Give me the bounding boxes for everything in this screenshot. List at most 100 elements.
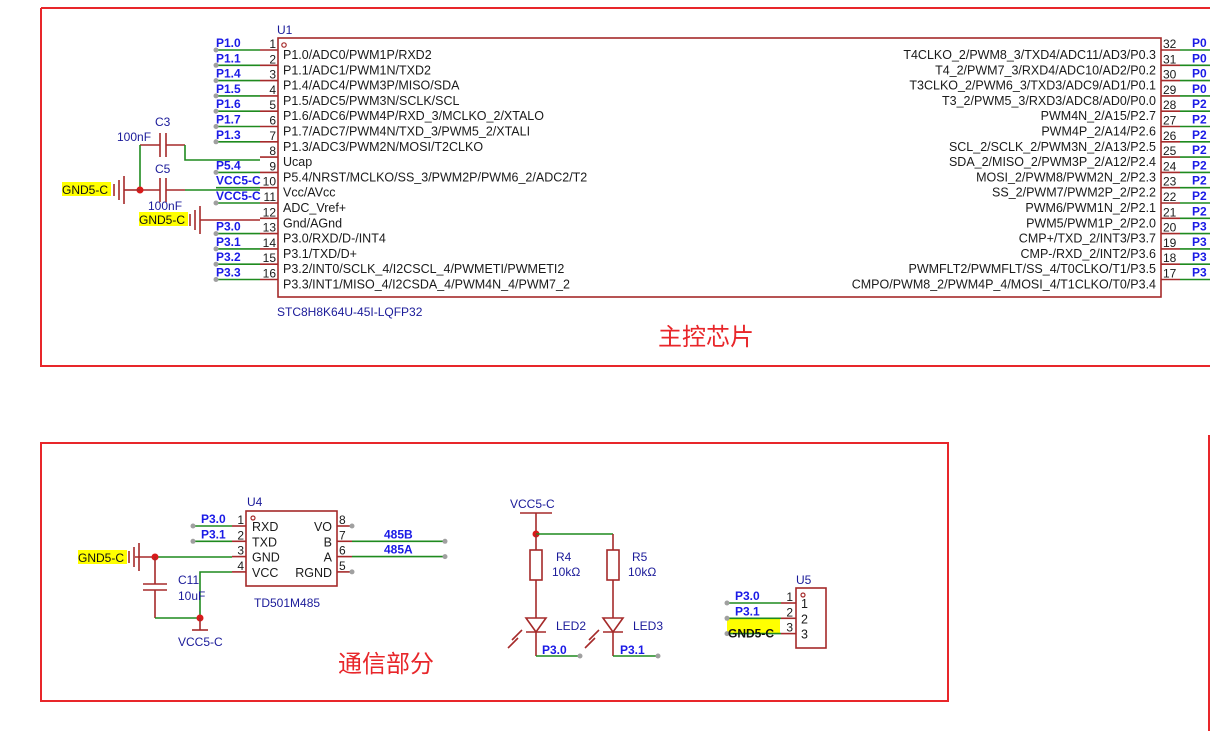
pin-number: 11 [264,190,277,204]
net-label: P3.1 [201,527,226,541]
led-vcc-label: VCC5-C [510,497,555,511]
c11-value: 10uF [178,589,205,603]
net-label: P2 [1192,143,1207,157]
pin-number: 20 [1163,221,1177,235]
net-label: GND5-C [728,627,774,641]
pin-number: 3 [269,68,276,82]
pin-name: P1.1/ADC1/PWM1N/TXD2 [283,63,431,77]
u1-pin-2[interactable]: 2P1.1/ADC1/PWM1N/TXD2 P1.1 [213,51,432,77]
pin-name: A [324,551,333,565]
r4-ref: R4 [556,550,572,564]
u4-gnd-highlight [78,550,127,564]
pin-number: 1 [269,37,276,51]
net-label: P2 [1192,128,1207,142]
u4-gnd-label: GND5-C [78,551,124,565]
net-label: P3 [1192,235,1207,249]
pin-number: 18 [1163,251,1177,265]
u4-body [245,510,338,587]
net-label: P1.3 [216,128,241,142]
pin-number: 21 [1163,205,1177,219]
pin-number: 10 [263,175,277,189]
pin-number: 4 [269,83,276,97]
pin-number: 12 [263,205,277,219]
u1-pin-9[interactable]: 9P5.4/NRST/MCLKO/SS_3/PWM2P/PWM6_2/ADC2/… [213,158,588,184]
u1-right-pins: 32T4CLKO_2/PWM8_3/TXD4/ADC11/AD3/P0.3P03… [852,36,1210,292]
gnd2-label: GND5-C [139,213,185,227]
pin-name: RGND [295,566,332,580]
u1-pin-16[interactable]: 16P3.3/INT1/MISO_4/I2CSDA_4/PWM4N_4/PWM7… [213,266,570,292]
u5-ref: U5 [796,573,812,587]
u1-pin-15[interactable]: 15P3.2/INT0/SCLK_4/I2CSCL_4/PWMETI/PWMET… [213,250,565,276]
net-label: P2 [1192,204,1207,218]
u1-pin-17[interactable]: 17CMPO/PWM8_2/PWM4P_4/MOSI_4/T1CLKO/T0/P… [852,266,1210,292]
pin-number: 2 [269,52,276,66]
net-label: P3.0 [735,589,760,603]
net-label: P1.1 [216,51,241,65]
pin-name: PWM4P_2/A14/P2.6 [1041,125,1156,139]
decoupling-caps[interactable]: C3 100nF C5 100nF GND5-C GND5-C [62,115,260,234]
net-label: P2 [1192,174,1207,188]
net-label: P1.5 [216,82,241,96]
net-label: P2 [1192,113,1207,127]
pin-number: 29 [1163,83,1177,97]
net-label: P2 [1192,158,1207,172]
u4-pin-8[interactable]: 8VO [314,513,355,534]
led-indicators[interactable]: VCC5-C R4 10kΩ R5 10kΩ LED2 P3.0 LED3 [507,497,663,659]
pin-name: PWM6/PWM1N_2/P2.1 [1025,201,1156,215]
pin-name: P3.1/TXD/D+ [283,247,357,261]
pin-name: RXD [252,520,278,534]
pin-name: P3.2/INT0/SCLK_4/I2CSCL_4/PWMETI/PWMETI2 [283,262,564,276]
net-label: P1.0 [216,36,241,50]
net-label: P3.0 [216,220,241,234]
net-label: P2 [1192,189,1207,203]
pin-name: Ucap [283,155,312,169]
net-label: P3.2 [216,250,241,264]
pin-name: VO [314,520,332,534]
pin-number: 31 [1163,52,1177,66]
pin-name: CMPO/PWM8_2/PWM4P_4/MOSI_4/T1CLKO/T0/P3.… [852,278,1156,292]
pin-name: PWMFLT2/PWMFLT/SS_4/T0CLKO/T1/P3.5 [908,262,1156,276]
u1-chip[interactable]: U1 STC8H8K64U-45I-LQFP32 1P1.0/ADC0/PWM1… [213,23,1210,319]
net-label: P3.1 [216,235,241,249]
